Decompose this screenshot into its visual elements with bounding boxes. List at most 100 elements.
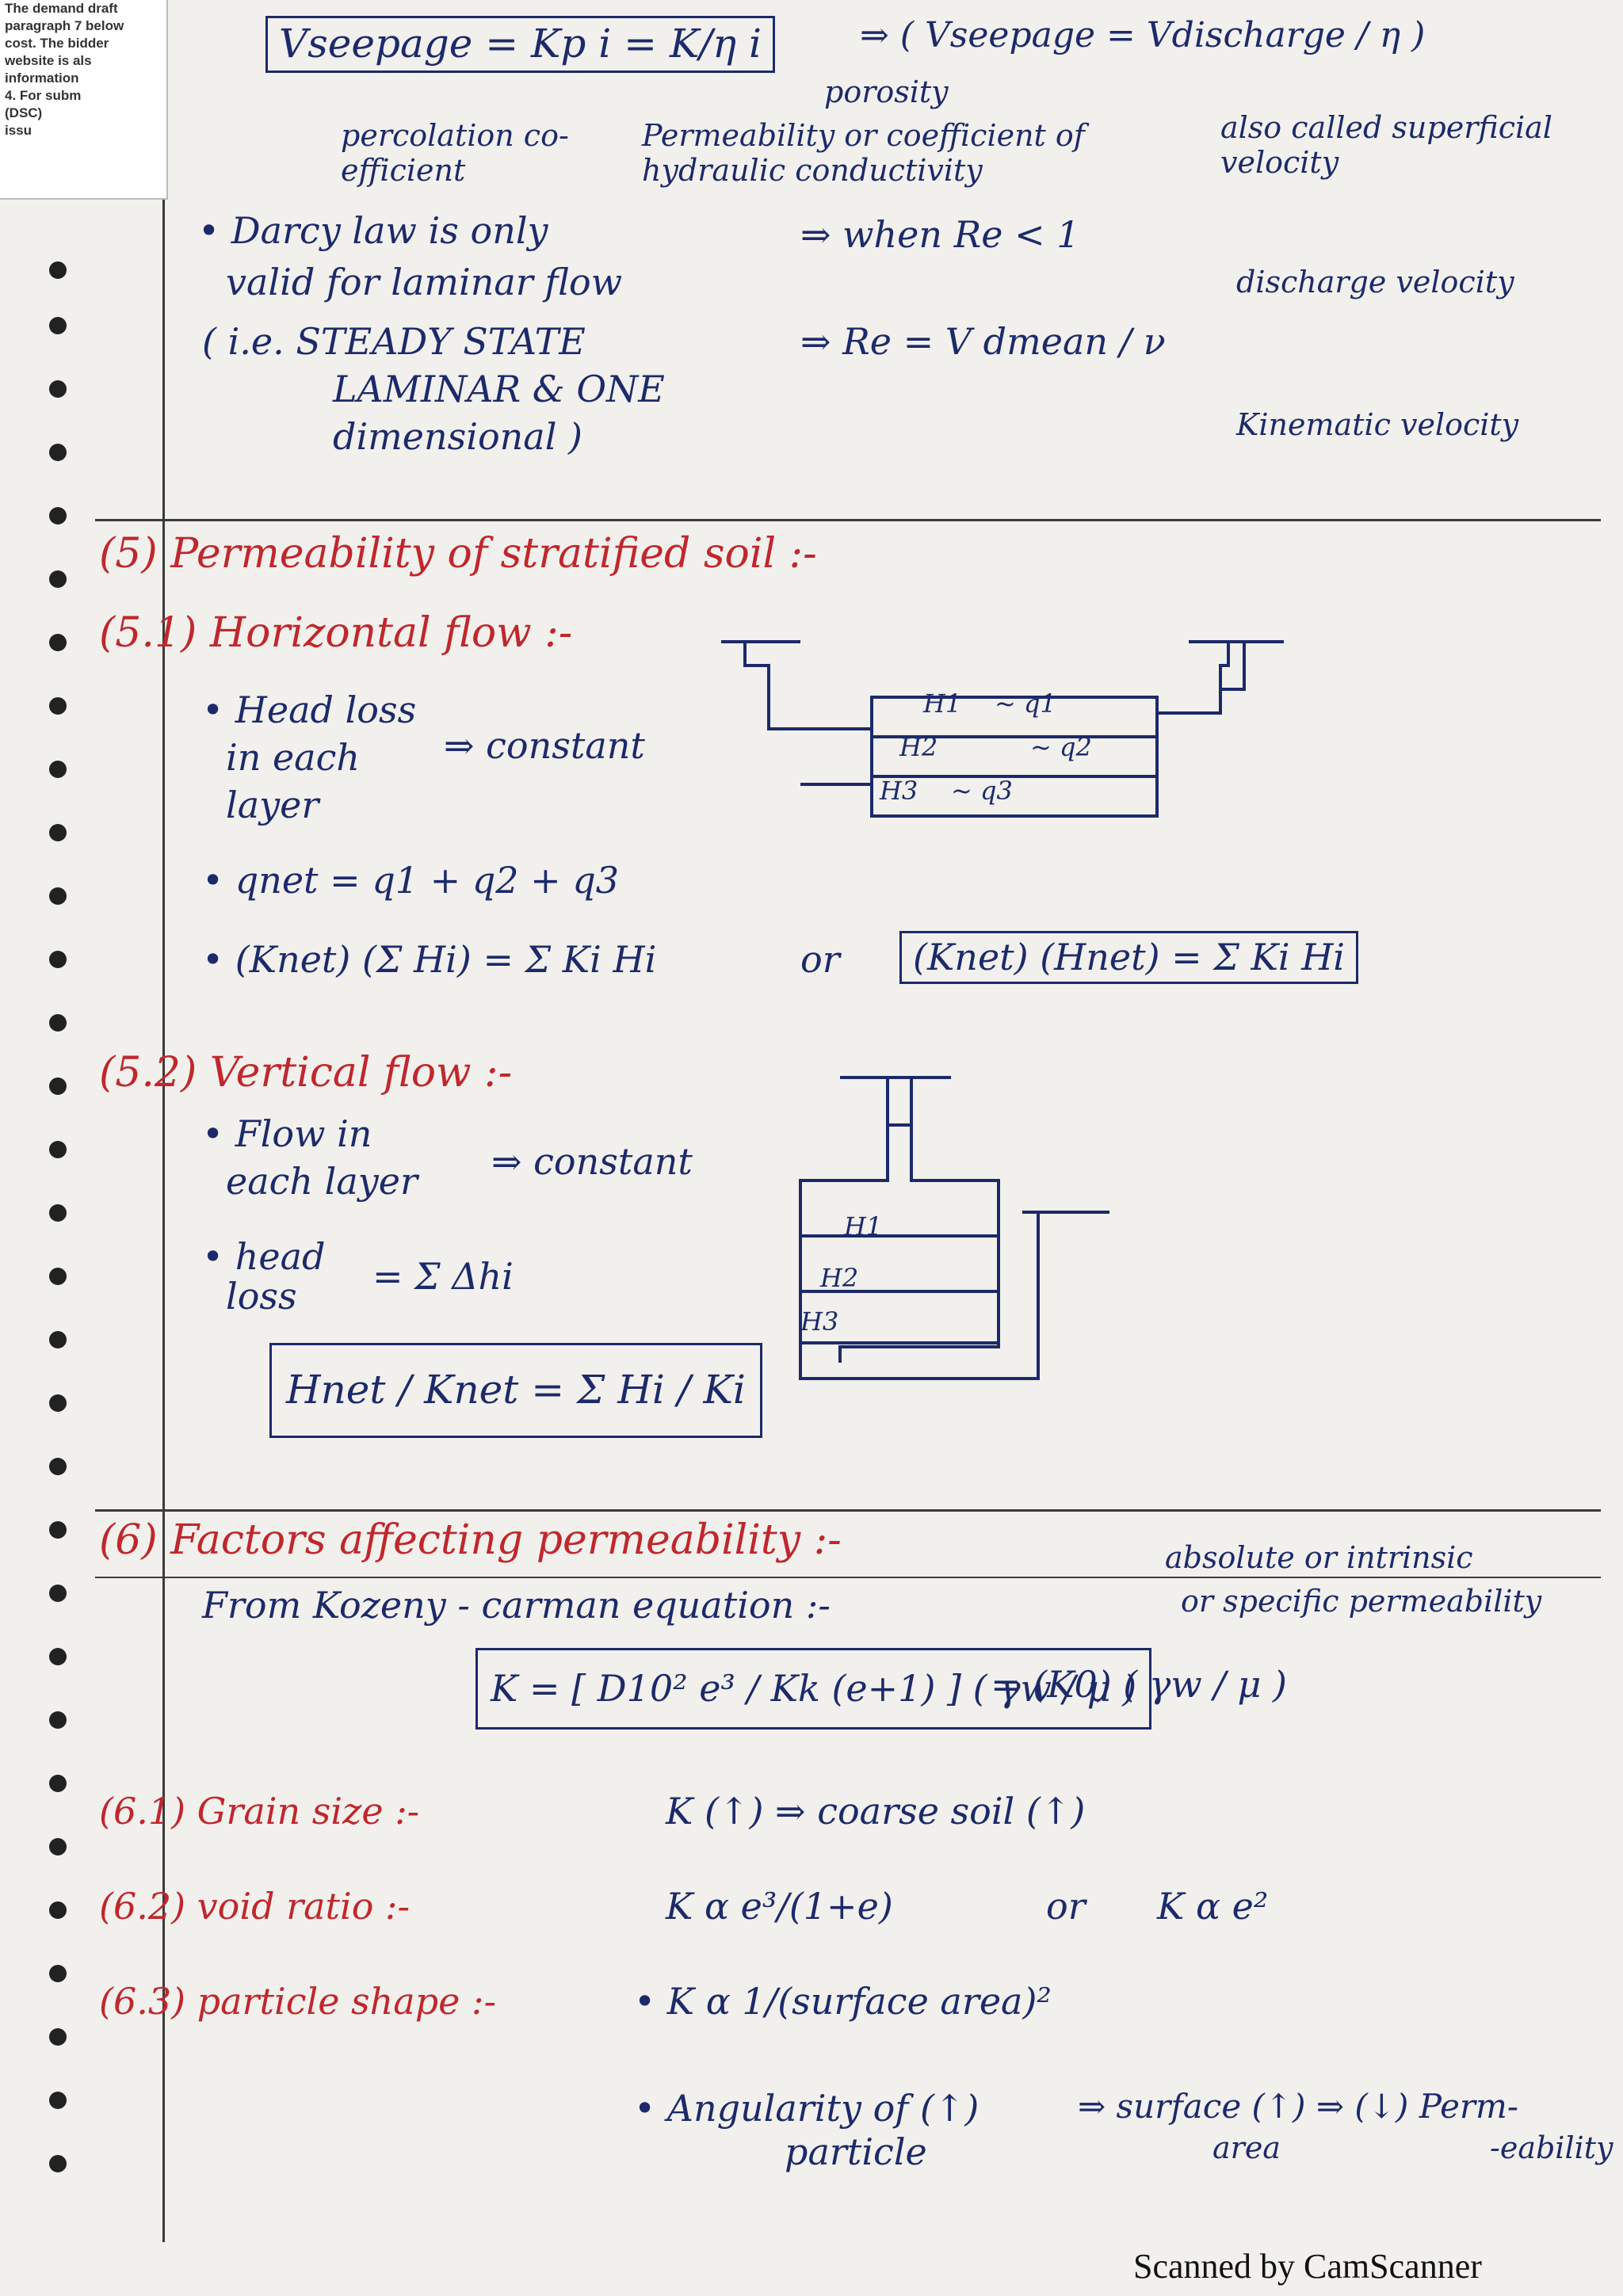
binder-hole: [49, 2092, 67, 2109]
binder-hole: [49, 444, 67, 461]
binder-hole: [49, 697, 67, 715]
layer-h1-label: H1: [923, 688, 962, 719]
percolation-label: percolation co-efficient: [341, 118, 569, 188]
grain-size-heading: (6.1) Grain size :-: [99, 1790, 420, 1833]
particle-shape-heading: (6.3) particle shape :-: [99, 1980, 497, 2023]
porosity-label: porosity: [824, 74, 949, 109]
head-loss-sum-equation: = Σ Δhi: [372, 1255, 514, 1298]
angularity-result: -eability: [1490, 2130, 1613, 2165]
kozeny-carman-equation: K = [ D10² e³ / Kk (e+1) ] ( γw / μ ): [475, 1648, 1152, 1730]
binder-hole: [49, 1648, 67, 1665]
layer-h2-label: H2: [899, 732, 938, 762]
vertical-flow-heading: (5.2) Vertical flow :-: [99, 1049, 513, 1097]
head-loss-line: layer: [226, 784, 319, 826]
scrap-line: 4. For subm: [5, 88, 82, 103]
knet-equation: • (Knet) (Σ Hi) = Σ Ki Hi: [202, 938, 657, 981]
seepage-equation: Vseepage = Kp i = K/η i: [265, 16, 776, 73]
layer-h1-label: H1: [844, 1211, 883, 1241]
kozeny-carman-intro: From Kozeny - carman equation :-: [202, 1584, 831, 1627]
flow-in-line: • Flow in: [202, 1112, 372, 1155]
angularity-line: particle: [785, 2130, 927, 2173]
kinematic-velocity-label: Kinematic velocity: [1236, 407, 1519, 442]
scrap-line: issu: [5, 123, 32, 138]
scrap-line: cost. The bidder: [5, 36, 109, 51]
k0-equation: = (K0) ( γw / μ ): [991, 1663, 1287, 1706]
scrap-line: The demand draft: [5, 1, 118, 16]
layer-h3-label: H3: [800, 1306, 839, 1337]
binder-hole: [49, 1331, 67, 1348]
steady-state-note: ( i.e. STEADY STATE: [202, 320, 586, 363]
absolute-permeability-label: or specific permeability: [1181, 1584, 1542, 1619]
section6-heading: (6) Factors affecting permeability :-: [99, 1516, 842, 1564]
binder-hole: [49, 761, 67, 778]
scanner-watermark: Scanned by CamScanner: [1133, 2247, 1482, 2286]
qnet-equation: • qnet = q1 + q2 + q3: [202, 859, 620, 902]
binder-hole: [49, 317, 67, 334]
binder-hole: [49, 1458, 67, 1475]
scrap-line: (DSC): [5, 105, 43, 120]
binder-hole: [49, 824, 67, 841]
discharge-velocity-label: discharge velocity: [1236, 265, 1514, 299]
or-label: or: [1046, 1885, 1086, 1928]
void-ratio-relation: K α e²: [1157, 1885, 1269, 1928]
reynolds-equation: ⇒ Re = V dmean / ν: [800, 320, 1166, 363]
void-ratio-heading: (6.2) void ratio :-: [99, 1885, 411, 1928]
steady-state-note: dimensional ): [333, 415, 582, 458]
section5-heading: (5) Permeability of stratified soil :-: [99, 530, 817, 578]
knet-boxed-equation: (Knet) (Hnet) = Σ Ki Hi: [899, 931, 1359, 984]
horizontal-flow-diagram: [721, 640, 1284, 818]
superficial-velocity-label: also called superficial velocity: [1220, 110, 1552, 180]
vertical-flow-diagram: [799, 1076, 1109, 1380]
scrap-line: website is als: [5, 53, 92, 68]
binder-hole: [49, 1077, 67, 1095]
constant-label: ⇒ constant: [491, 1140, 693, 1183]
binder-hole: [49, 1521, 67, 1539]
particle-shape-relation: • K α 1/(surface area)²: [634, 1980, 1052, 2023]
layer-q1-label: ~ q1: [995, 688, 1056, 719]
void-ratio-relation: K α e³/(1+e): [666, 1885, 893, 1928]
darcy-validity-line: • Darcy law is only: [198, 209, 548, 252]
darcy-validity-line: valid for laminar flow: [226, 261, 623, 303]
binder-hole: [49, 2155, 67, 2172]
scrap-line: paragraph 7 below: [5, 18, 124, 33]
binder-hole: [49, 1711, 67, 1729]
binder-hole: [49, 951, 67, 968]
scrap-line: information: [5, 71, 79, 86]
darcy-condition: ⇒ when Re < 1: [800, 213, 1080, 256]
seepage-discharge-relation: ⇒ ( Vseepage = Vdischarge / η ): [860, 15, 1426, 55]
head-loss-line: • Head loss: [202, 688, 417, 731]
or-label: or: [800, 938, 840, 981]
head-loss-sum-line: • head: [202, 1235, 326, 1278]
binder-hole: [49, 380, 67, 398]
binder-hole: [49, 1141, 67, 1158]
printed-paper-scrap: The demand draft paragraph 7 below cost.…: [0, 0, 168, 200]
angularity-result: ⇒ surface (↑) ⇒ (↓) Perm-: [1078, 2087, 1519, 2126]
layer-h3-label: H3: [880, 776, 918, 806]
margin-line: [162, 0, 165, 2242]
section-rule: [95, 519, 1601, 521]
horizontal-flow-heading: (5.1) Horizontal flow :-: [99, 609, 573, 657]
binder-hole: [49, 1901, 67, 1919]
permeability-label: Permeability or coefficient of hydraulic…: [642, 118, 1085, 188]
grain-size-relation: K (↑) ⇒ coarse soil (↑): [666, 1790, 1086, 1833]
binder-hole: [49, 2028, 67, 2046]
binder-hole: [49, 634, 67, 651]
head-loss-sum-line: loss: [226, 1275, 297, 1318]
constant-label: ⇒ constant: [444, 724, 645, 767]
binder-hole: [49, 1965, 67, 1982]
binder-hole: [49, 570, 67, 588]
absolute-permeability-label: absolute or intrinsic: [1165, 1540, 1473, 1575]
angularity-result: area: [1212, 2130, 1281, 2165]
binder-hole: [49, 1394, 67, 1412]
head-loss-line: in each: [226, 736, 360, 779]
steady-state-note: LAMINAR & ONE: [333, 368, 665, 410]
section-rule: [95, 1509, 1601, 1512]
binder-hole: [49, 1268, 67, 1285]
binder-hole: [49, 887, 67, 905]
binder-hole: [49, 507, 67, 524]
binder-hole: [49, 261, 67, 279]
angularity-line: • Angularity of (↑): [634, 2087, 980, 2130]
binder-hole: [49, 1838, 67, 1855]
binder-hole: [49, 1204, 67, 1222]
